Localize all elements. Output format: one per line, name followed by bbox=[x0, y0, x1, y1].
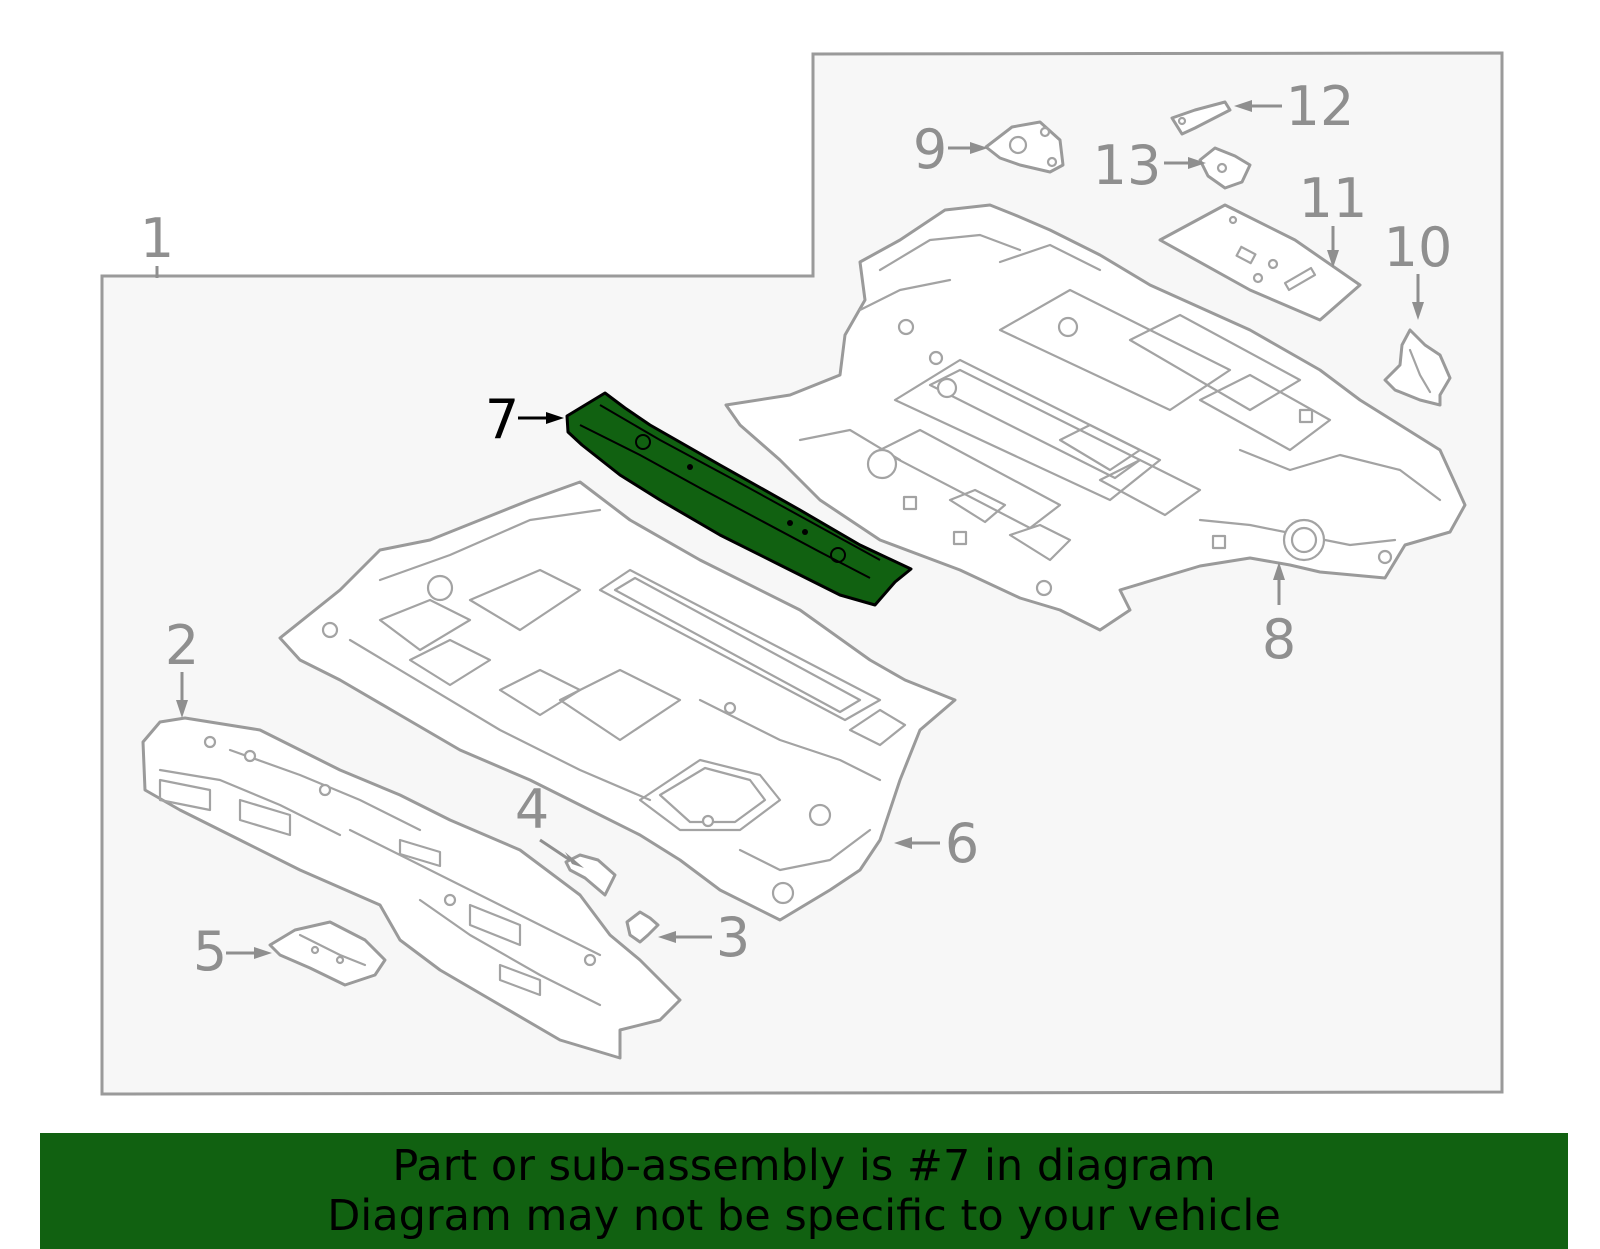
part-2-floor-rail[interactable] bbox=[141, 716, 682, 1060]
callout-8: 8 bbox=[1262, 608, 1296, 671]
callout-4: 4 bbox=[515, 778, 549, 841]
callout-9: 9 bbox=[913, 118, 947, 181]
parts-diagram: 1 2 3 4 5 6 7 8 9 10 11 12 13 bbox=[100, 51, 1504, 1096]
part-5-bracket[interactable] bbox=[268, 920, 387, 987]
part-10-bracket[interactable] bbox=[1383, 328, 1452, 407]
callout-3: 3 bbox=[716, 906, 750, 969]
callout-labels: 1 2 3 4 5 6 7 8 9 10 11 12 13 bbox=[140, 75, 1453, 983]
callout-12: 12 bbox=[1286, 75, 1355, 138]
callout-2: 2 bbox=[165, 614, 199, 677]
callout-leaders bbox=[176, 100, 1424, 959]
info-banner: Part or sub-assembly is #7 in diagram Di… bbox=[40, 1133, 1568, 1249]
banner-line-disclaimer: Diagram may not be specific to your vehi… bbox=[327, 1191, 1281, 1241]
part-7-cross-member[interactable] bbox=[565, 391, 913, 607]
callout-11: 11 bbox=[1299, 167, 1368, 230]
callout-7: 7 bbox=[485, 388, 519, 451]
callout-5: 5 bbox=[193, 920, 227, 983]
part-11-plate[interactable] bbox=[1158, 203, 1362, 322]
callout-6: 6 bbox=[945, 812, 979, 875]
callout-13: 13 bbox=[1093, 134, 1162, 197]
part-12-bracket[interactable] bbox=[1170, 100, 1232, 136]
part-9-bracket[interactable] bbox=[984, 120, 1065, 174]
part-13-bracket[interactable] bbox=[1198, 146, 1252, 190]
part-3-bracket[interactable] bbox=[625, 910, 660, 944]
part-8-rear-floor[interactable] bbox=[724, 203, 1467, 632]
part-6-center-floor[interactable] bbox=[278, 480, 957, 922]
banner-line-part: Part or sub-assembly is #7 in diagram bbox=[392, 1141, 1216, 1191]
callout-10: 10 bbox=[1384, 216, 1453, 279]
callout-1: 1 bbox=[140, 207, 174, 270]
